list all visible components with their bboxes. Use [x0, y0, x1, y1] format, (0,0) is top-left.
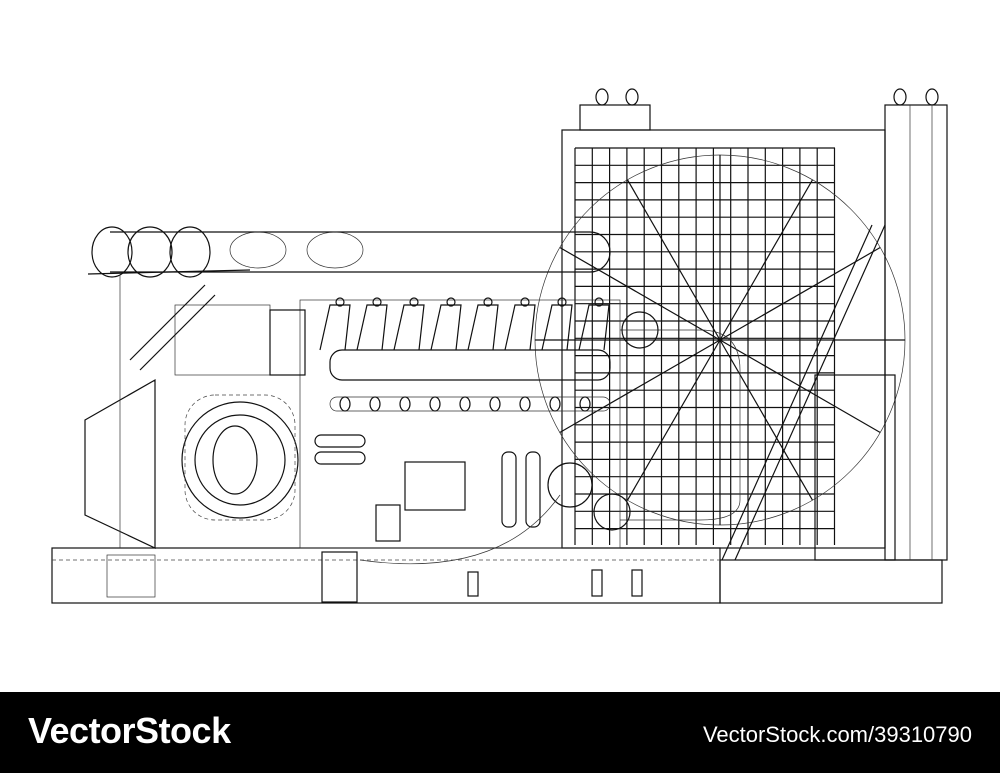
valve-cap — [520, 297, 530, 307]
lifting-eyes — [595, 88, 939, 106]
engine-port — [549, 396, 561, 412]
valve-cap — [483, 297, 493, 307]
cylinder-head — [541, 304, 573, 351]
engine-port — [369, 396, 381, 412]
engine-port — [339, 396, 351, 412]
alternator — [84, 275, 366, 549]
fan-blade — [559, 246, 721, 341]
cylinder-head — [430, 304, 462, 351]
valve-cap — [409, 297, 419, 307]
fan-blade — [626, 179, 721, 341]
base-skid — [51, 547, 943, 604]
engine-port — [459, 396, 471, 412]
valve-cap — [335, 297, 345, 307]
engine-port — [429, 396, 441, 412]
fan-blade — [559, 339, 721, 434]
cylinder-head — [356, 304, 388, 351]
engine-rail — [329, 396, 611, 412]
fan-blade — [719, 179, 814, 341]
valve-cap — [446, 297, 456, 307]
cylinder-head — [504, 304, 536, 351]
engine-port — [399, 396, 411, 412]
cylinder-head — [319, 304, 351, 351]
radiator — [534, 129, 906, 549]
lifting-eye — [625, 88, 639, 106]
engine-port — [519, 396, 531, 412]
engine-port — [489, 396, 501, 412]
valve-cap — [594, 297, 604, 307]
exhaust-pipe — [87, 226, 611, 278]
lifting-eye — [595, 88, 609, 106]
fan-blade — [626, 339, 721, 501]
fan-blade — [719, 339, 814, 501]
cylinder-head — [393, 304, 425, 351]
fan-blade — [719, 246, 881, 341]
lifting-eye — [893, 88, 907, 106]
valve-cap — [372, 297, 382, 307]
image-reference: VectorStock.com/39310790 — [702, 722, 972, 747]
cylinder-head — [578, 304, 610, 351]
engine-port — [579, 396, 591, 412]
cylinder-head — [467, 304, 499, 351]
right-column — [579, 104, 948, 561]
vectorstock-logo: VectorStock — [28, 710, 231, 751]
watermark-footer: VectorStock VectorStock.com/39310790 — [0, 692, 1000, 773]
valve-cap — [557, 297, 567, 307]
lifting-eye — [925, 88, 939, 106]
diagonal-brace — [721, 224, 886, 561]
engine-block — [299, 297, 741, 565]
generator-drawing — [51, 88, 948, 604]
